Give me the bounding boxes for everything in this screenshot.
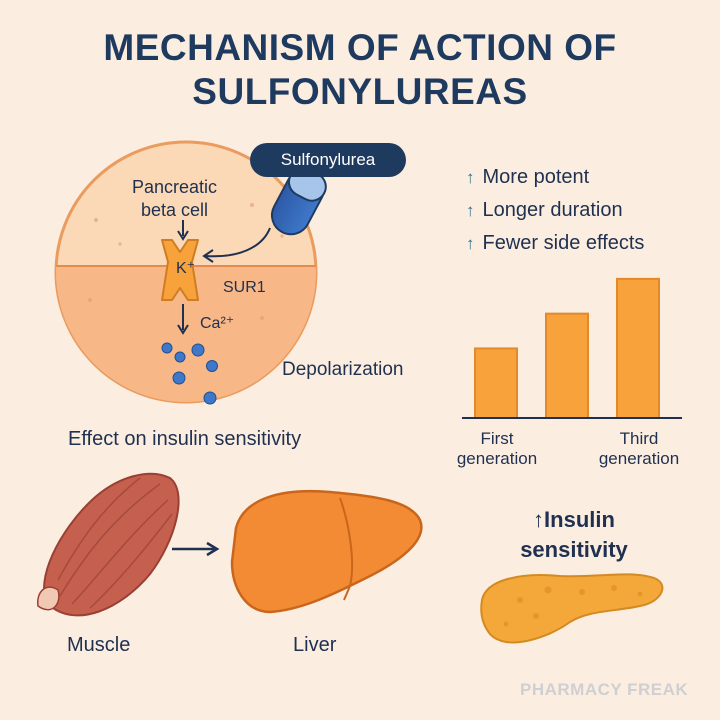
generation-bar-chart	[462, 277, 682, 419]
depolarization-label: Depolarization	[282, 359, 404, 380]
bar-third-generation	[616, 277, 660, 419]
up-arrow-icon: ↑	[466, 168, 475, 187]
potassium-label: K⁺	[176, 260, 196, 277]
tick-label-line: First	[480, 429, 514, 448]
tick-label-line: Third	[619, 429, 659, 448]
effect-heading: Effect on insulin sensitivity	[68, 428, 302, 450]
k-atp-channel	[161, 239, 199, 301]
insulin-sensitivity-line-1: Insulin	[544, 507, 615, 532]
calcium-label: Ca²⁺	[200, 315, 235, 332]
tick-label-line: generation	[598, 449, 680, 468]
insulin-granules	[161, 342, 218, 405]
sulfonylurea-label: Sulfonylurea	[250, 143, 406, 177]
tick-label-first-generation: First generation	[442, 429, 552, 469]
title-line-2: SULFONYLUREAS	[192, 71, 528, 112]
title-line-1: MECHANISM OF ACTION OF	[103, 27, 617, 68]
down-arrow-to-channel	[177, 220, 189, 241]
bar-second-generation	[545, 312, 589, 419]
watermark: PHARMACY FREAK	[520, 680, 689, 699]
arrow-right-icon	[172, 541, 220, 557]
page-title: MECHANISM OF ACTION OF SULFONYLUREAS	[0, 26, 720, 114]
liver-label: Liver	[293, 634, 337, 656]
curved-arrow-drug-to-channel	[202, 227, 271, 263]
tick-label-line: generation	[456, 449, 538, 468]
beta-cell-label-line-1: Pancreatic	[132, 177, 218, 197]
tick-label-third-generation: Third generation	[584, 429, 694, 469]
muscle-label: Muscle	[67, 634, 131, 656]
up-arrow-icon: ↑	[533, 507, 545, 532]
benefit-text: Fewer side effects	[482, 232, 645, 254]
beta-cell-label-line-2: beta cell	[141, 200, 209, 220]
benefit-text: More potent	[482, 166, 590, 188]
benefit-more-potent: ↑ More potent	[466, 166, 589, 189]
benefit-longer-duration: ↑ Longer duration	[466, 199, 623, 222]
insulin-sensitivity-label: ↑Insulin sensitivity	[486, 505, 662, 565]
liver-illustration	[230, 489, 423, 614]
insulin-sensitivity-line-2: sensitivity	[520, 537, 628, 562]
benefit-fewer-side-effects: ↑ Fewer side effects	[466, 232, 644, 255]
up-arrow-icon: ↑	[466, 234, 475, 253]
benefit-text: Longer duration	[482, 199, 623, 221]
down-arrow-calcium	[177, 304, 189, 335]
sur1-label: SUR1	[223, 279, 266, 296]
beta-cell-label: Pancreatic beta cell	[132, 176, 217, 222]
up-arrow-icon: ↑	[466, 201, 475, 220]
muscle-illustration	[37, 472, 180, 617]
bar-first-generation	[474, 347, 518, 419]
pancreas-illustration	[480, 573, 664, 644]
